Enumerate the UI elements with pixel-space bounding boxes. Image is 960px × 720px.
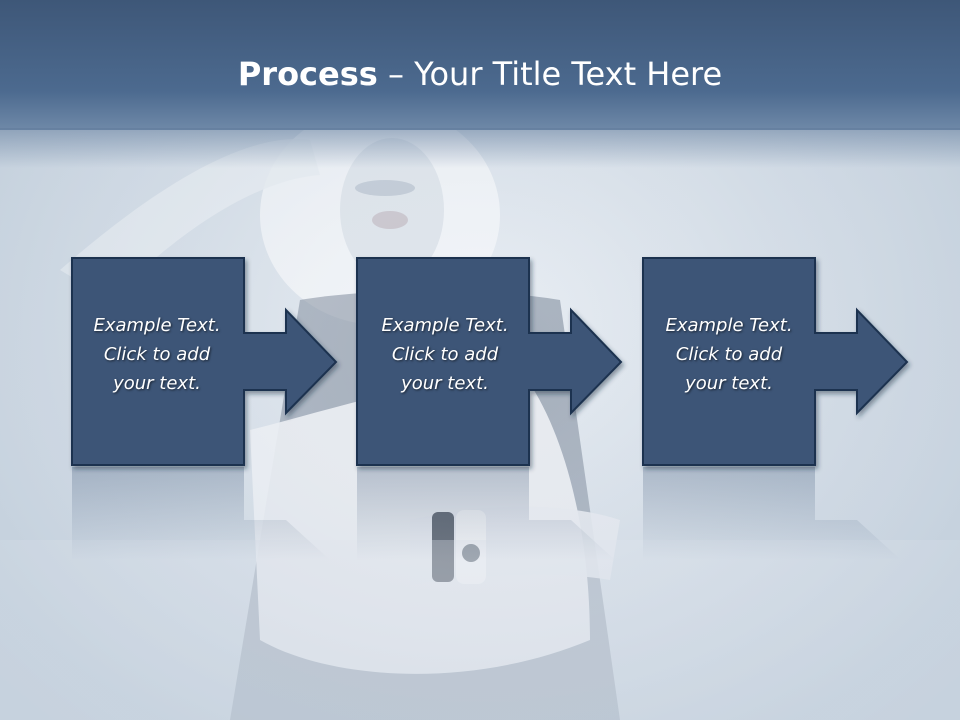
step-2-line-3: your text. xyxy=(401,373,489,394)
step-arrow-1[interactable] xyxy=(71,257,338,466)
title-fade xyxy=(0,128,960,168)
step-arrow-2[interactable] xyxy=(356,257,623,466)
slide-title[interactable]: Process – Your Title Text Here xyxy=(0,52,960,96)
step-3-line-2: Click to add xyxy=(675,344,783,365)
step-1-text[interactable]: Example Text. Click to add your text. xyxy=(70,311,244,398)
step-2-line-1: Example Text. xyxy=(381,315,509,336)
title-dash: – xyxy=(377,55,415,93)
step-1-line-2: Click to add xyxy=(103,344,211,365)
step-3-line-3: your text. xyxy=(685,373,773,394)
title-bar xyxy=(0,0,960,130)
step-1-line-1: Example Text. xyxy=(93,315,221,336)
step-3-text[interactable]: Example Text. Click to add your text. xyxy=(642,311,816,398)
step-reflections xyxy=(72,467,901,560)
title-bold: Process xyxy=(237,55,378,93)
step-arrow-3[interactable] xyxy=(642,257,909,466)
step-2-text[interactable]: Example Text. Click to add your text. xyxy=(358,311,532,398)
step-3-line-1: Example Text. xyxy=(665,315,793,336)
step-1-line-3: your text. xyxy=(113,373,201,394)
title-rest: Your Title Text Here xyxy=(414,55,723,93)
step-2-line-2: Click to add xyxy=(391,344,499,365)
